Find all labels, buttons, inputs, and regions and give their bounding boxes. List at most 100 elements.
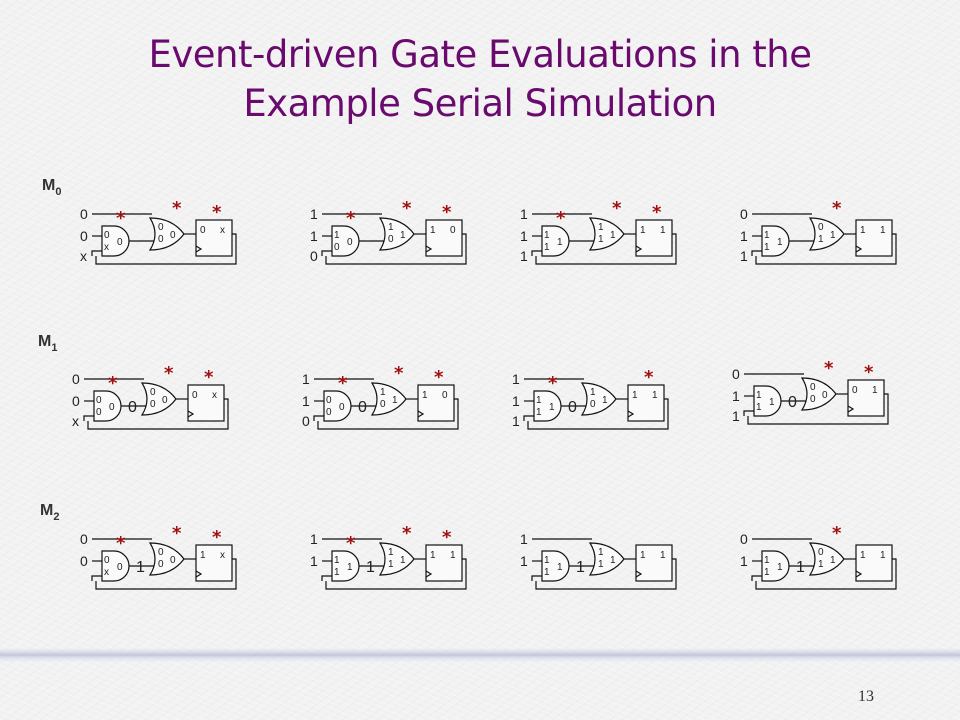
or-input-value: 1: [388, 547, 394, 558]
and-input-value: 1: [536, 407, 542, 418]
input-b-value: 0: [80, 228, 88, 244]
and-gate: [761, 550, 790, 582]
flip-flop: [417, 384, 455, 422]
event-star: *: [556, 208, 566, 229]
and-input-wire: [321, 250, 332, 256]
and-input-value: 0: [326, 395, 332, 406]
input-c-value: 1: [512, 413, 520, 429]
and-output-value: 1: [347, 562, 353, 573]
clock-icon: [187, 410, 195, 418]
and-input-value: 1: [764, 242, 770, 253]
or-gate: [378, 217, 415, 251]
flip-flop: [847, 379, 885, 417]
or-output-value: 1: [830, 230, 836, 241]
event-star: *: [346, 208, 356, 229]
and-gate: [533, 390, 562, 422]
and-input-value: 1: [756, 390, 762, 401]
event-star: *: [172, 198, 182, 219]
ff-d-value: 1: [860, 225, 866, 236]
row-label-1: M1: [38, 333, 57, 354]
ff-q-value: x: [212, 390, 217, 401]
and-output-value: 0: [339, 402, 345, 413]
or-input-value: 1: [598, 547, 604, 558]
flip-flop: [855, 544, 893, 582]
and-input-wire: [313, 415, 324, 421]
ff-d-value: 1: [640, 225, 646, 236]
and-output-value: 1: [777, 237, 783, 248]
row-label-subscript: 2: [53, 511, 59, 523]
input-c-value: 1: [740, 248, 748, 264]
row-label-0: M0: [42, 177, 61, 198]
event-star: *: [644, 367, 654, 388]
and-input-wire: [91, 575, 102, 581]
input-c-value: x: [72, 413, 79, 429]
or-gate: [588, 217, 625, 251]
and-input-value: 1: [544, 555, 550, 566]
and-gate: [101, 550, 130, 582]
clock-icon: [425, 570, 433, 578]
clock-icon: [417, 410, 425, 418]
clock-icon: [855, 245, 863, 253]
and-output-value: 0: [117, 237, 123, 248]
and-input-value: x: [104, 242, 109, 253]
or-input-value: 1: [818, 559, 824, 570]
ff-q-value: 1: [660, 225, 666, 236]
event-star: *: [338, 373, 348, 394]
flip-flop: [425, 219, 463, 257]
and-gate: [761, 225, 790, 257]
flip-flop: [187, 384, 225, 422]
intermediate-value: 0: [568, 399, 577, 416]
or-output-value: 0: [170, 555, 176, 566]
clock-icon: [855, 570, 863, 578]
intermediate-value: 1: [576, 559, 585, 576]
feedback-wire: [527, 398, 669, 430]
and-gate: [541, 550, 570, 582]
and-gate: [323, 390, 352, 422]
clock-icon: [635, 245, 643, 253]
input-b-value: 1: [302, 393, 310, 409]
and-output-value: 1: [769, 397, 775, 408]
input-c-value: 0: [310, 248, 318, 264]
or-input-value: 0: [818, 547, 824, 558]
ff-d-value: 1: [632, 390, 638, 401]
input-b-value: 0: [72, 393, 80, 409]
or-input-value: 0: [150, 387, 156, 398]
row-label-subscript: 0: [55, 186, 61, 198]
and-gate: [331, 550, 360, 582]
input-b-value: 1: [732, 388, 740, 404]
event-star: *: [402, 198, 412, 219]
and-input-wire: [531, 250, 542, 256]
input-b-value: 1: [512, 393, 520, 409]
input-a-value: 1: [512, 371, 520, 387]
or-input-value: 0: [380, 399, 386, 410]
feedback-wire: [325, 558, 467, 590]
or-input-value: 0: [818, 222, 824, 233]
or-input-value: 0: [158, 547, 164, 558]
ff-q-value: 1: [652, 390, 658, 401]
flip-flop: [627, 384, 665, 422]
input-a-value: 0: [732, 366, 740, 382]
event-star: *: [164, 363, 174, 384]
input-a-value: 0: [740, 206, 748, 222]
and-input-wire: [743, 410, 754, 416]
and-output-value: 1: [777, 562, 783, 573]
slide-title-line-1: Event-driven Gate Evaluations in the: [148, 33, 812, 76]
input-c-value: 1: [732, 408, 740, 424]
or-input-value: 0: [150, 399, 156, 410]
or-gate: [808, 217, 845, 251]
or-output-value: 1: [400, 555, 406, 566]
or-input-value: 0: [158, 222, 164, 233]
ff-q-value: x: [220, 550, 225, 561]
feedback-wire: [95, 558, 237, 590]
intermediate-value: 1: [136, 559, 145, 576]
and-input-value: 1: [544, 230, 550, 241]
intermediate-value: 1: [366, 559, 375, 576]
event-star: *: [116, 208, 126, 229]
clock-icon: [195, 570, 203, 578]
and-input-wire: [751, 250, 762, 256]
feedback-wire: [95, 233, 237, 265]
event-star: *: [212, 527, 222, 548]
and-gate: [101, 225, 130, 257]
